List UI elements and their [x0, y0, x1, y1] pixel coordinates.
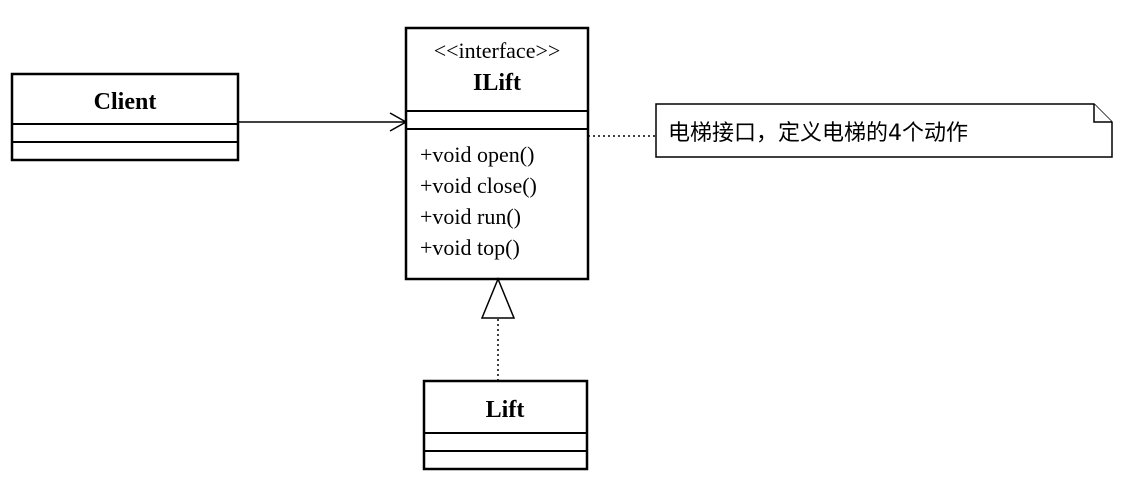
- association-client-to-ilift: [238, 112, 408, 132]
- realization-triangle: [480, 277, 516, 319]
- note-folded-corner: [1093, 104, 1112, 123]
- note-shape: [655, 103, 1113, 158]
- client-class-name: Client: [94, 89, 157, 115]
- ilift-method-close: +void close(): [420, 173, 537, 198]
- lift-class-name: Lift: [486, 397, 525, 423]
- ilift-method-top: +void top(): [420, 235, 520, 260]
- lift-class[interactable]: Lift: [422, 379, 589, 471]
- ilift-interface-box: [404, 26, 590, 281]
- ilift-method-open: +void open(): [420, 142, 534, 167]
- ilift-interface[interactable]: <<interface>> ILift +void open() +void c…: [404, 26, 590, 281]
- ilift-method-run: +void run(): [420, 204, 521, 229]
- note-text: 电梯接口，定义电梯的4个动作: [668, 121, 968, 146]
- ilift-class-name: ILift: [473, 70, 521, 96]
- ilift-stereotype: <<interface>>: [434, 38, 561, 63]
- client-class[interactable]: Client: [10, 72, 240, 162]
- client-class-box: [10, 72, 240, 162]
- lift-class-box: [422, 379, 589, 471]
- realization-lift-to-ilift: [480, 277, 516, 381]
- interface-note[interactable]: 电梯接口，定义电梯的4个动作: [655, 103, 1113, 158]
